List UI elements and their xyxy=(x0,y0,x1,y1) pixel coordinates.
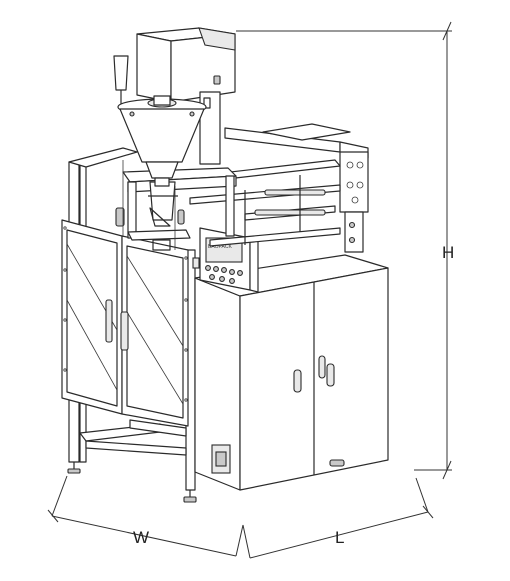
height-dimension: H xyxy=(236,21,454,480)
width-label: W xyxy=(133,528,149,547)
cabinet-handle-left xyxy=(293,369,302,393)
main-cabinet xyxy=(194,254,389,491)
forming-frame xyxy=(115,167,237,241)
foot-front-left xyxy=(183,490,197,503)
frame-details xyxy=(122,160,176,251)
panel-brand: BAOPACK xyxy=(208,244,232,250)
cabinet-handle-mid xyxy=(318,355,326,379)
power-socket xyxy=(211,444,231,474)
width-dimension: W xyxy=(47,475,237,557)
length-dimension: L xyxy=(235,477,434,559)
length-label: L xyxy=(335,528,344,547)
foot-rear-left xyxy=(67,462,81,474)
auger-filler xyxy=(113,27,236,187)
left-guard-door xyxy=(61,219,123,415)
cabinet-handle-right xyxy=(326,363,335,387)
panel-bracket xyxy=(192,257,200,269)
left-door-handle xyxy=(105,299,113,343)
right-guard-door xyxy=(120,235,189,427)
cabinet-foot xyxy=(329,459,345,467)
right-door-handle xyxy=(120,311,129,351)
height-label: H xyxy=(442,243,454,262)
